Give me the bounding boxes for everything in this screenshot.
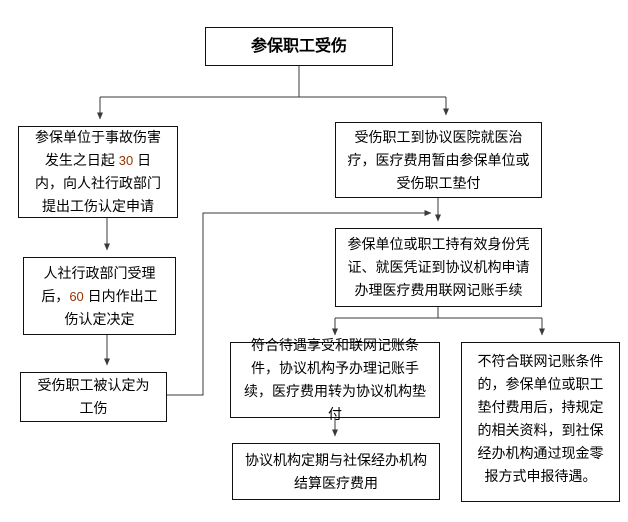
node-apply-injury-recognition-label: 参保单位于事故伤害发生之日起 30 日内，向人社行政部门提出工伤认定申请 (35, 129, 161, 214)
node-network-billing-application-label: 参保单位或职工持有效身份凭证、就医凭证到协议机构申请办理医疗费用联网记账手续 (347, 236, 530, 298)
node-recognition-decision: 人社行政部门受理后，60 日内作出工伤认定决定 (23, 257, 176, 335)
node-insured-worker-injured: 参保职工受伤 (205, 27, 393, 66)
node-network-billing-application: 参保单位或职工持有效身份凭证、就医凭证到协议机构申请办理医疗费用联网记账手续 (335, 228, 542, 307)
node-confirmed-work-injury-label: 受伤职工被认定为工伤 (37, 377, 150, 416)
days-60-value: 60 (69, 288, 84, 304)
node-insured-worker-injured-label: 参保职工受伤 (250, 38, 347, 55)
node-recognition-decision-label: 人社行政部门受理后，60 日内作出工伤认定决定 (41, 264, 158, 327)
node-not-eligible-cash-claim: 不符合联网记账条件的，参保单位或职工垫付费用后，持规定的相关资料，到社保经办机构… (461, 342, 620, 502)
node-apply-injury-recognition: 参保单位于事故伤害发生之日起 30 日内，向人社行政部门提出工伤认定申请 (18, 126, 178, 218)
node-eligible-network-billing-label: 符合待遇享受和联网记账条件，协议机构予办理记账手续，医疗费用转为协议机构垫付 (244, 337, 426, 422)
node-periodic-settlement-label: 协议机构定期与社保经办机构结算医疗费用 (245, 451, 427, 491)
node-hospital-treatment-label: 受伤职工到协议医院就医治疗，医疗费用暂由参保单位或受伤职工垫付 (347, 128, 530, 191)
connector-confirmed-to-network (167, 210, 432, 396)
node-hospital-treatment: 受伤职工到协议医院就医治疗，医疗费用暂由参保单位或受伤职工垫付 (335, 122, 542, 198)
node-confirmed-work-injury: 受伤职工被认定为工伤 (20, 372, 167, 422)
node-periodic-settlement: 协议机构定期与社保经办机构结算医疗费用 (232, 443, 440, 500)
node-not-eligible-cash-claim-label: 不符合联网记账条件的，参保单位或职工垫付费用后，持规定的相关资料，到社保经办机构… (477, 353, 604, 484)
node-eligible-network-billing: 符合待遇享受和联网记账条件，协议机构予办理记账手续，医疗费用转为协议机构垫付 (230, 337, 440, 422)
days-30-value: 30 (118, 153, 134, 168)
